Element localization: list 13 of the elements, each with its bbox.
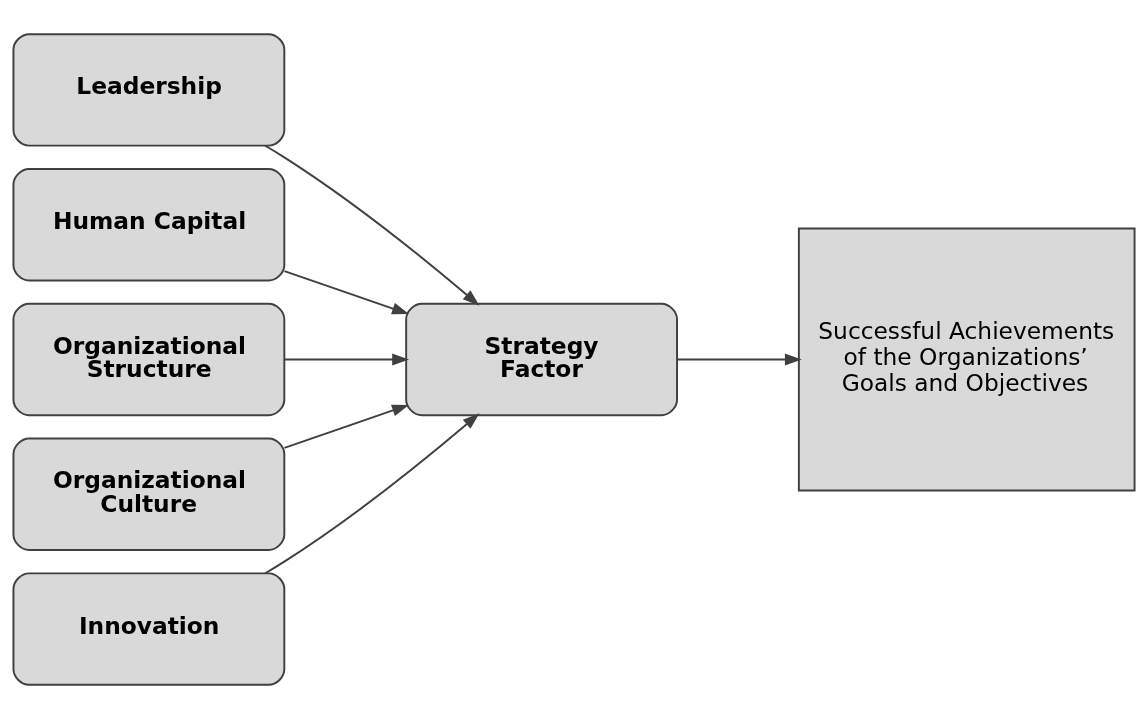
arrow: [676, 353, 802, 366]
arrow: [283, 353, 410, 366]
arrow: [283, 270, 409, 315]
node-box: Organizational Culture: [12, 437, 286, 551]
node-box: Strategy Factor: [405, 302, 678, 417]
node-box: Successful Achievements of the Organizations’ Goals and Objectives: [797, 227, 1136, 492]
node-box: Human Capital: [12, 168, 286, 282]
node-box: Leadership: [12, 33, 286, 147]
arrow: [264, 144, 480, 306]
node-box: Organizational Structure: [12, 302, 286, 417]
arrow: [283, 404, 409, 449]
arrow: [264, 413, 480, 575]
node-box: Innovation: [12, 572, 286, 686]
